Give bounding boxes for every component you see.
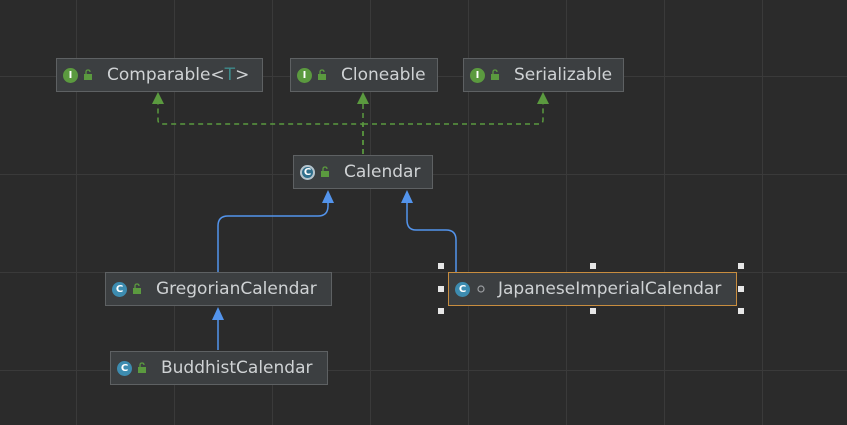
selection-handle-top-right[interactable] xyxy=(738,263,744,269)
node-calendar[interactable]: C Calendar xyxy=(293,155,433,189)
class-icon: C xyxy=(455,281,470,297)
edge-gregorian-extends-calendar xyxy=(217,203,329,272)
implements-edges xyxy=(152,92,549,154)
public-lock-icon xyxy=(318,69,326,80)
public-lock-icon xyxy=(133,283,141,294)
node-label: Cloneable xyxy=(341,65,426,85)
interface-icon: I xyxy=(63,67,78,83)
arrowhead-comparable xyxy=(152,92,164,104)
node-comparable[interactable]: I Comparable<T> xyxy=(56,58,263,92)
arrowhead-cloneable xyxy=(357,92,369,104)
interface-icon: I xyxy=(470,67,485,83)
node-label: BuddhistCalendar xyxy=(161,358,313,378)
selection-handle-top-center[interactable] xyxy=(590,263,596,269)
node-buddhist-calendar[interactable]: C BuddhistCalendar xyxy=(110,351,328,385)
node-label: JapaneseImperialCalendar xyxy=(498,279,722,299)
public-lock-icon xyxy=(491,69,499,80)
selection-handle-bottom-center[interactable] xyxy=(590,308,596,314)
edge-calendar-implements-serializable xyxy=(363,104,544,125)
arrowhead-gregorian xyxy=(212,307,224,320)
selection-handle-middle-right[interactable] xyxy=(738,286,744,292)
arrowhead-serializable xyxy=(537,92,549,104)
arrowhead-calendar-left xyxy=(322,190,334,203)
selection-handle-bottom-right[interactable] xyxy=(738,308,744,314)
selection-handle-bottom-left[interactable] xyxy=(438,308,444,314)
node-japanese-imperial-calendar[interactable]: C JapaneseImperialCalendar xyxy=(448,272,737,306)
node-label: GregorianCalendar xyxy=(156,279,317,299)
package-private-icon xyxy=(477,285,485,293)
node-serializable[interactable]: I Serializable xyxy=(463,58,624,92)
node-cloneable[interactable]: I Cloneable xyxy=(290,58,438,92)
public-lock-icon xyxy=(138,362,146,373)
interface-icon: I xyxy=(297,67,312,83)
abstract-class-icon: C xyxy=(300,164,315,180)
selection-handle-top-left[interactable] xyxy=(438,263,444,269)
node-label: Comparable<T> xyxy=(107,65,250,85)
node-label: Serializable xyxy=(514,65,613,85)
node-gregorian-calendar[interactable]: C GregorianCalendar xyxy=(105,272,332,306)
edge-calendar-implements-comparable xyxy=(157,104,364,154)
public-lock-icon xyxy=(321,166,329,177)
public-lock-icon xyxy=(84,69,92,80)
selection-handle-middle-left[interactable] xyxy=(438,286,444,292)
node-label: Calendar xyxy=(344,162,421,182)
extends-edges xyxy=(212,190,457,350)
edge-japanese-extends-calendar xyxy=(406,203,457,272)
class-icon: C xyxy=(112,281,127,297)
arrowhead-calendar-right xyxy=(401,190,413,203)
class-icon: C xyxy=(117,360,132,376)
